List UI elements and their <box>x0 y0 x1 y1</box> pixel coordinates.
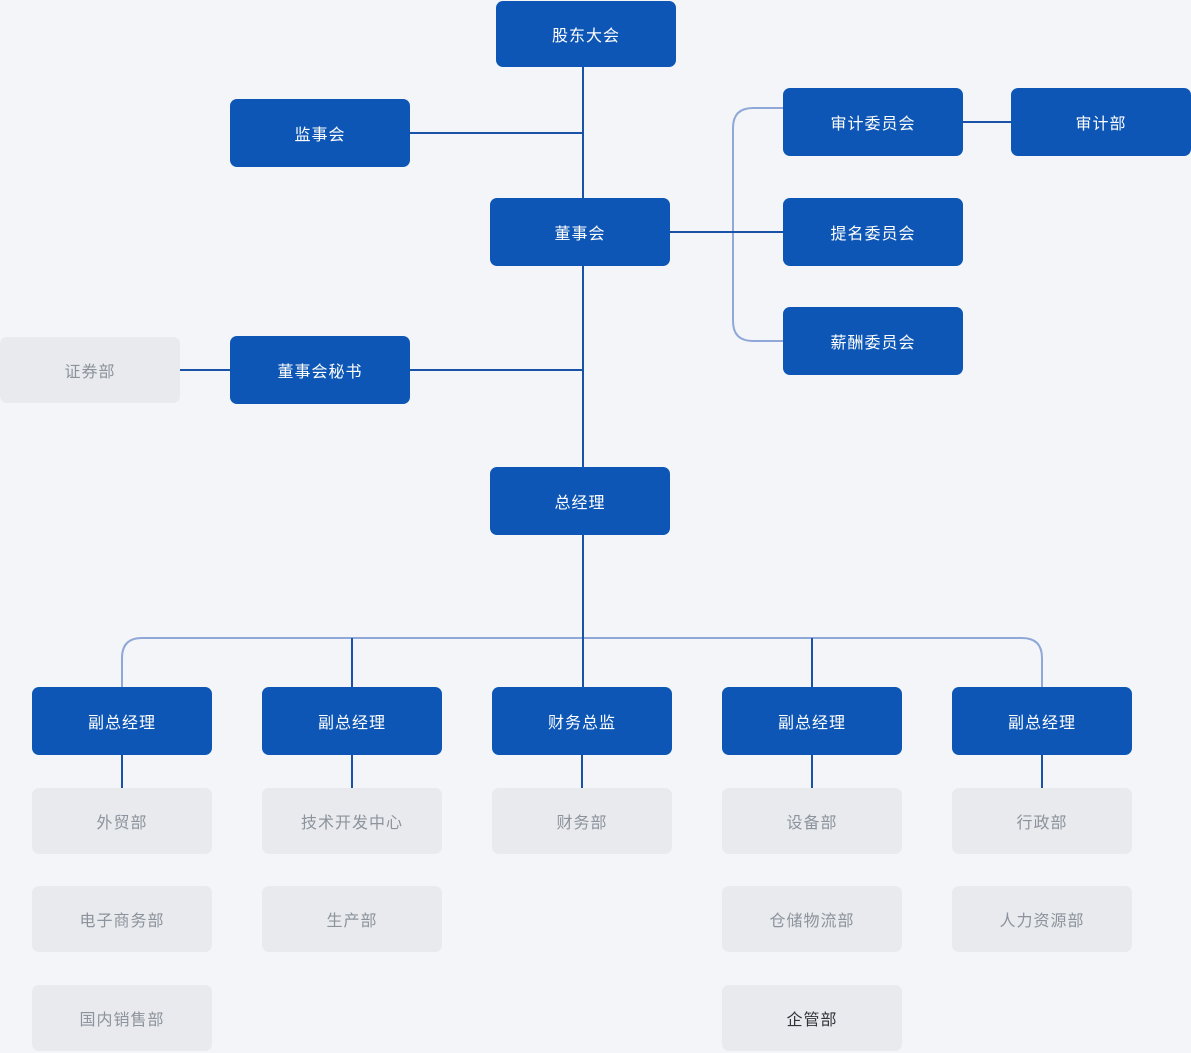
node-enterprise-mgmt-dept[interactable]: 企管部 <box>722 985 902 1051</box>
node-label: 设备部 <box>786 815 838 832</box>
node-general-manager[interactable]: 总经理 <box>490 467 670 535</box>
node-nomination-committee[interactable]: 提名委员会 <box>783 198 963 266</box>
node-label: 股东大会 <box>551 28 620 45</box>
node-foreign-trade-dept[interactable]: 外贸部 <box>32 788 212 854</box>
node-audit-department[interactable]: 审计部 <box>1011 88 1191 156</box>
link-securities-secretary <box>180 369 230 371</box>
node-audit-committee[interactable]: 审计委员会 <box>783 88 963 156</box>
node-label: 电子商务部 <box>79 913 165 930</box>
stub-deputy4-dept <box>1041 755 1043 788</box>
node-finance-dept[interactable]: 财务部 <box>492 788 672 854</box>
node-compensation-committee[interactable]: 薪酬委员会 <box>783 307 963 375</box>
node-deputy-gm-1[interactable]: 副总经理 <box>32 687 212 755</box>
node-equipment-dept[interactable]: 设备部 <box>722 788 902 854</box>
node-label: 监事会 <box>294 127 346 144</box>
link-board-nomination <box>670 231 783 233</box>
link-secretary-spine <box>410 369 583 371</box>
node-label: 企管部 <box>786 1012 838 1029</box>
stub-deputy3-dept <box>811 755 813 788</box>
node-label: 证券部 <box>64 364 116 381</box>
node-label: 提名委员会 <box>830 226 916 243</box>
node-board-of-directors[interactable]: 董事会 <box>490 198 670 266</box>
node-supervisory-board[interactable]: 监事会 <box>230 99 410 167</box>
node-shareholders-meeting[interactable]: 股东大会 <box>496 1 676 67</box>
node-hr-dept[interactable]: 人力资源部 <box>952 886 1132 952</box>
node-label: 财务总监 <box>547 715 616 732</box>
node-deputy-gm-2[interactable]: 副总经理 <box>262 687 442 755</box>
stub-deputy2-dept <box>351 755 353 788</box>
link-supervisors-spine <box>410 132 583 134</box>
spine-gm-cfo <box>582 535 584 687</box>
stub-deputy1-dept <box>121 755 123 788</box>
node-warehouse-logistics-dept[interactable]: 仓储物流部 <box>722 886 902 952</box>
node-label: 技术开发中心 <box>300 815 403 832</box>
node-label: 生产部 <box>326 913 378 930</box>
stub-cfo-dept <box>581 755 583 788</box>
node-label: 审计部 <box>1075 116 1127 133</box>
spine-shareholders-board <box>582 67 584 198</box>
node-label: 副总经理 <box>1007 715 1076 732</box>
spine-board-gm <box>582 266 584 467</box>
node-label: 仓储物流部 <box>769 913 855 930</box>
node-label: 总经理 <box>554 495 606 512</box>
node-label: 薪酬委员会 <box>830 335 916 352</box>
node-deputy-gm-4[interactable]: 副总经理 <box>952 687 1132 755</box>
node-ecommerce-dept[interactable]: 电子商务部 <box>32 886 212 952</box>
node-label: 国内销售部 <box>79 1012 165 1029</box>
link-auditcommittee-auditdept <box>963 121 1011 123</box>
node-tech-dev-center[interactable]: 技术开发中心 <box>262 788 442 854</box>
node-securities-dept[interactable]: 证券部 <box>0 337 180 403</box>
node-domestic-sales-dept[interactable]: 国内销售部 <box>32 985 212 1051</box>
node-cfo[interactable]: 财务总监 <box>492 687 672 755</box>
node-deputy-gm-3[interactable]: 副总经理 <box>722 687 902 755</box>
node-admin-dept[interactable]: 行政部 <box>952 788 1132 854</box>
drop-bus-deputy3 <box>811 638 813 687</box>
node-production-dept[interactable]: 生产部 <box>262 886 442 952</box>
node-label: 副总经理 <box>777 715 846 732</box>
node-label: 审计委员会 <box>830 116 916 133</box>
node-board-secretary[interactable]: 董事会秘书 <box>230 336 410 404</box>
committee-bracket <box>732 107 783 342</box>
node-label: 外贸部 <box>96 815 148 832</box>
node-label: 董事会秘书 <box>277 364 363 381</box>
drop-bus-deputy2 <box>351 638 353 687</box>
node-label: 人力资源部 <box>999 913 1085 930</box>
node-label: 财务部 <box>556 815 608 832</box>
node-label: 副总经理 <box>317 715 386 732</box>
node-label: 董事会 <box>554 226 606 243</box>
node-label: 行政部 <box>1016 815 1068 832</box>
node-label: 副总经理 <box>87 715 156 732</box>
